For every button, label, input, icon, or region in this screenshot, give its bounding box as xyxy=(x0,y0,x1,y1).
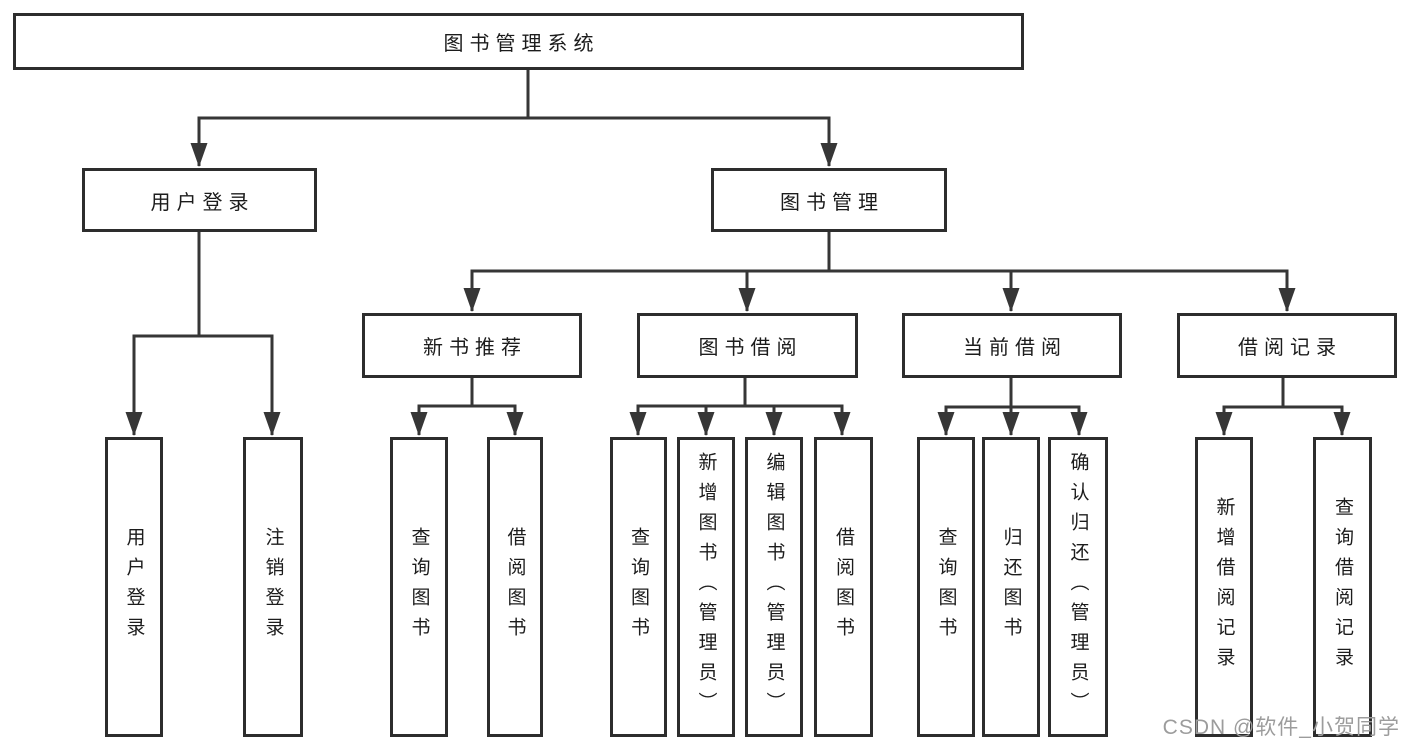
leaf-add-borrow-record-label: 新增借阅记录 xyxy=(1213,497,1235,677)
leaf-confirm-return-admin: 确认归还（管理员） xyxy=(1048,437,1108,737)
node-root-label: 图书管理系统 xyxy=(443,33,600,55)
node-book-management: 图书管理 xyxy=(711,168,947,232)
node-book-borrowing-label: 图书借阅 xyxy=(698,337,803,359)
leaf-query-books-2: 查询图书 xyxy=(610,437,667,737)
node-book-management-label: 图书管理 xyxy=(780,191,884,214)
node-borrowing-records: 借阅记录 xyxy=(1177,313,1397,378)
leaf-borrow-books-1: 借阅图书 xyxy=(487,437,543,737)
leaf-query-books-3: 查询图书 xyxy=(917,437,975,737)
node-current-borrowing: 当前借阅 xyxy=(902,313,1122,378)
leaf-borrow-books-2-label: 借阅图书 xyxy=(833,527,854,647)
leaf-query-books-1: 查询图书 xyxy=(390,437,448,737)
leaf-query-borrow-record: 查询借阅记录 xyxy=(1313,437,1372,737)
leaf-edit-book-admin: 编辑图书（管理员） xyxy=(745,437,803,737)
node-user-login-label: 用户登录 xyxy=(150,191,255,214)
node-borrowing-records-label: 借阅记录 xyxy=(1238,337,1342,359)
leaf-borrow-books-1-label: 借阅图书 xyxy=(504,527,526,647)
leaf-add-book-admin: 新增图书（管理员） xyxy=(677,437,735,737)
leaf-query-books-3-label: 查询图书 xyxy=(935,527,957,647)
leaf-edit-book-admin-label: 编辑图书（管理员） xyxy=(763,452,785,722)
leaf-add-borrow-record: 新增借阅记录 xyxy=(1195,437,1253,737)
node-current-borrowing-label: 当前借阅 xyxy=(963,337,1067,359)
node-user-login: 用户登录 xyxy=(82,168,317,232)
node-new-book-recommend-label: 新书推荐 xyxy=(423,337,527,359)
leaf-return-books: 归还图书 xyxy=(982,437,1040,737)
leaf-query-borrow-record-label: 查询借阅记录 xyxy=(1332,497,1353,677)
leaf-borrow-books-2: 借阅图书 xyxy=(814,437,873,737)
leaf-user-login: 用户登录 xyxy=(105,437,163,737)
node-root: 图书管理系统 xyxy=(13,13,1024,70)
leaf-confirm-return-admin-label: 确认归还（管理员） xyxy=(1067,452,1089,722)
leaf-return-books-label: 归还图书 xyxy=(1000,527,1022,647)
leaf-query-books-2-label: 查询图书 xyxy=(628,527,649,647)
watermark: CSDN @软件_小贺同学 xyxy=(1162,716,1400,739)
leaf-logout-label: 注销登录 xyxy=(262,527,284,647)
leaf-user-login-label: 用户登录 xyxy=(123,527,145,647)
leaf-add-book-admin-label: 新增图书（管理员） xyxy=(695,452,717,722)
node-new-book-recommend: 新书推荐 xyxy=(362,313,582,378)
leaf-logout: 注销登录 xyxy=(243,437,303,737)
leaf-query-books-1-label: 查询图书 xyxy=(408,527,430,647)
node-book-borrowing: 图书借阅 xyxy=(637,313,858,378)
